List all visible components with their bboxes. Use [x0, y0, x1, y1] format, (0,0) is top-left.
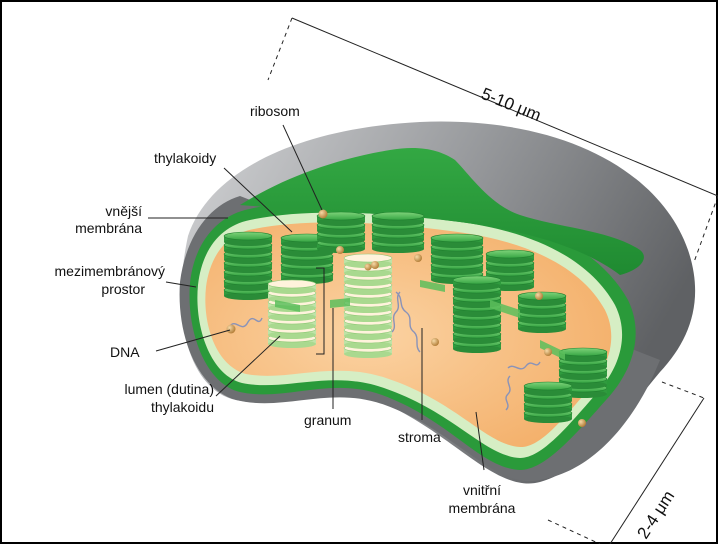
- label-intermembrane-2: prostor: [101, 281, 145, 297]
- label-outer-membrane-1: vnější: [105, 203, 142, 219]
- label-lumen-2: thylakoidu: [151, 399, 214, 415]
- label-stroma: stroma: [398, 429, 441, 445]
- label-intermembrane-1: mezimembránový: [55, 263, 165, 279]
- thylakoid-disc: [372, 212, 424, 220]
- thylakoid-disc: [486, 250, 534, 258]
- granum-stack: [224, 232, 272, 300]
- label-lumen-1: lumen (dutina): [125, 381, 215, 397]
- label-inner-membrane-1: vnitřní: [463, 482, 501, 498]
- thylakoid-disc: [224, 232, 272, 240]
- thylakoid-disc: [431, 234, 483, 242]
- thylakoid-disc: [344, 254, 392, 262]
- label-dna: DNA: [110, 344, 140, 360]
- granum-stack: [372, 212, 424, 253]
- granum-stack: [268, 280, 316, 348]
- label-granum: granum: [304, 412, 351, 428]
- thylakoid-disc: [559, 348, 607, 356]
- label-thylakoidy: thylakoidy: [154, 150, 216, 166]
- thylakoid-disc: [453, 276, 501, 284]
- granum-stack: [453, 276, 501, 353]
- granum-stack: [524, 382, 572, 423]
- thylakoid-disc: [524, 382, 572, 390]
- label-ribosom: ribosom: [250, 103, 300, 119]
- thylakoid-disc: [268, 280, 316, 288]
- dimension-width: 2-4 μm: [633, 487, 678, 542]
- dimension-length: 5-10 μm: [479, 84, 544, 125]
- label-inner-membrane-2: membrána: [449, 500, 516, 516]
- label-outer-membrane-2: membrána: [75, 220, 142, 236]
